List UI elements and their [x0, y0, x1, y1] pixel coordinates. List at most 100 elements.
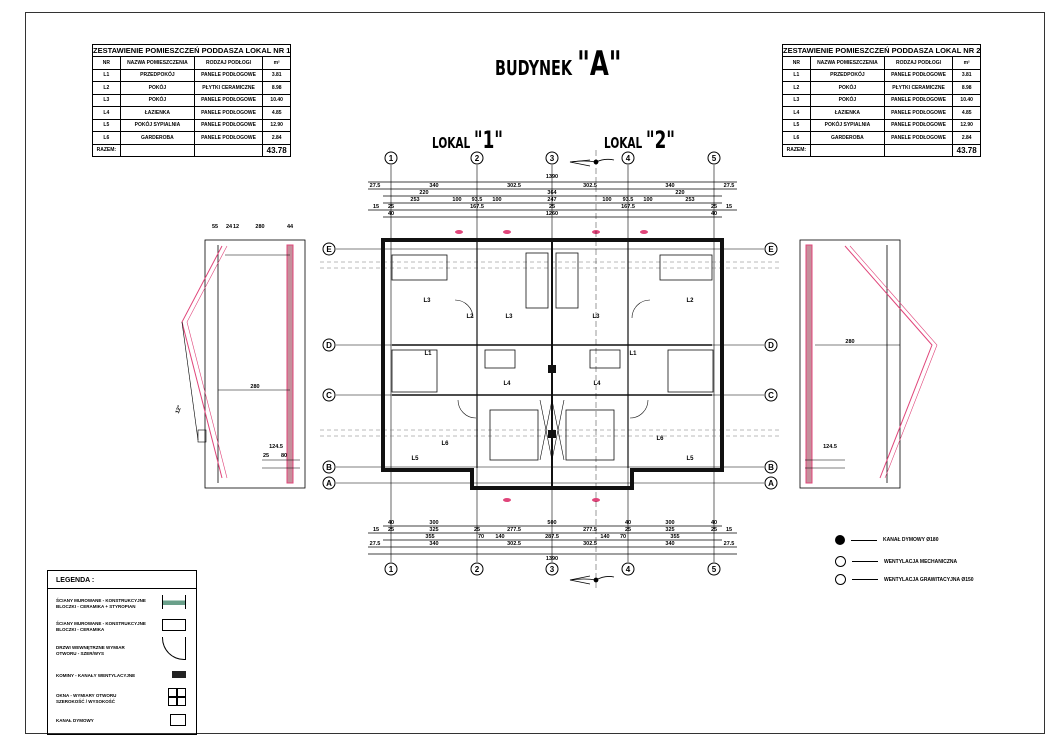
axis-label: E [768, 245, 774, 254]
dim-label: 15 [373, 204, 379, 210]
dim-label: 27.5 [724, 541, 735, 547]
dim-label: 1390 [546, 174, 558, 180]
title-prefix: BUDYNEK [495, 56, 573, 80]
ventilation-symbol [172, 671, 186, 678]
dim-label: 44 [287, 224, 294, 230]
room-table-lokal-2: ZESTAWIENIE POMIESZCZEŃ PODDASZA LOKAL N… [782, 44, 982, 157]
building-walls [381, 238, 724, 490]
axis-bubble [322, 338, 336, 352]
arrow-icon [851, 539, 877, 541]
dim-label: 340 [429, 541, 438, 547]
dim-label: 124.5 [823, 444, 837, 450]
dim-label: 24 [226, 224, 233, 230]
legend-item: ŚCIANY MUROWANE - KONSTRUKCYJNE BLOCZKI … [56, 598, 146, 609]
dim-label: 1390 [546, 556, 558, 562]
room-label: L3 [423, 298, 431, 304]
dim-label: 302.5 [507, 541, 521, 547]
dim-label: 253 [410, 197, 419, 203]
axis-label: 2 [475, 565, 480, 574]
axis-label: 1 [389, 154, 394, 163]
axis-label: A [768, 479, 774, 488]
dim-label: 124.5 [269, 444, 283, 450]
room-label: L5 [686, 456, 694, 462]
axis-bubble [764, 242, 778, 256]
dim-label: 302.5 [583, 541, 597, 547]
axis-label: D [768, 341, 774, 350]
axis-bubble [384, 151, 398, 165]
title-letter: "A" [577, 44, 622, 84]
wall-insulated-symbol [162, 595, 186, 609]
legend-item: OKNA - WYMIARY OTWORU SZEROKOŚĆ / WYSOKO… [56, 693, 117, 704]
door-symbol [162, 637, 186, 660]
dim-label: 15 [726, 527, 732, 533]
axis-bubble [764, 476, 778, 490]
axis-label: 3 [550, 565, 555, 574]
lokal-number: "2" [645, 126, 676, 154]
window-symbol [168, 688, 186, 706]
mechanical-vent-icon [835, 556, 846, 567]
table-caption: ZESTAWIENIE POMIESZCZEŃ PODDASZA LOKAL N… [92, 44, 292, 56]
dim-label: 355 [670, 534, 679, 540]
axis-bubble [322, 242, 336, 256]
axis-bubble [322, 476, 336, 490]
dim-label: 340 [665, 183, 674, 189]
axis-bubble [707, 151, 721, 165]
dim-label: 25 [711, 527, 717, 533]
axis-label: C [326, 391, 332, 400]
axis-bubble [621, 562, 635, 576]
axis-bubble [545, 151, 559, 165]
dim-label: 220 [675, 190, 684, 196]
dim-label: 364 [547, 190, 557, 196]
total-value: 43.78 [951, 143, 982, 157]
dim-label: 70 [478, 534, 484, 540]
dim-label: 280 [845, 339, 854, 345]
dim-label: 15 [726, 204, 732, 210]
axis-label: C [768, 391, 774, 400]
axis-bubble [707, 562, 721, 576]
room-table-lokal-1: ZESTAWIENIE POMIESZCZEŃ PODDASZA LOKAL N… [92, 44, 292, 157]
lokal-prefix: LOKAL [604, 134, 643, 152]
total-value: 43.78 [261, 143, 292, 157]
room-label: L5 [411, 456, 419, 462]
dim-label: 325 [665, 527, 674, 533]
room-label: L6 [656, 436, 664, 442]
dim-label: 25 [549, 204, 555, 210]
dim-label: 15 [373, 527, 379, 533]
dim-label: 27.5 [724, 183, 735, 189]
axis-label: 4 [626, 154, 631, 163]
dim-label: 355 [425, 534, 434, 540]
axis-bubble [621, 151, 635, 165]
total-label: RAZEM: [782, 143, 811, 157]
axis-label: 3 [550, 154, 555, 163]
dim-label: 93.5 [623, 197, 634, 203]
legend-item: KOMINY - KANAŁY WENTYLACYJNE [56, 673, 136, 678]
dim-label: 140 [495, 534, 504, 540]
dim-label: 287.5 [545, 534, 559, 540]
room-label: L1 [424, 351, 432, 357]
dim-label: 40 [625, 520, 631, 526]
room-label: L4 [503, 381, 511, 387]
dim-label: 25 [388, 204, 394, 210]
dim-label: 140 [600, 534, 609, 540]
dim-label: 40 [711, 520, 717, 526]
axis-label: 1 [389, 565, 394, 574]
building-title: BUDYNEK "A" [495, 44, 622, 84]
legend: LEGENDA : ŚCIANY MUROWANE - KONSTRUKCYJN… [47, 570, 197, 735]
dim-label: 25 [263, 453, 269, 459]
vent-legend-label: WENTYLACJA MECHANICZNA [884, 558, 958, 565]
axis-label: A [326, 479, 332, 488]
roof-section-left [181, 239, 306, 489]
axis-bubble [764, 460, 778, 474]
legend-item: KANAŁ DYMOWY [56, 718, 94, 723]
chimney-symbol [170, 714, 186, 726]
dim-label: 25 [711, 204, 717, 210]
dim-label: 302.5 [583, 183, 597, 189]
dim-label: 280 [250, 384, 259, 390]
arrow-icon [852, 561, 878, 562]
axis-bubble [384, 562, 398, 576]
dim-label: 220 [419, 190, 428, 196]
gravity-vent-icon [835, 574, 846, 585]
room-label: L6 [441, 441, 449, 447]
